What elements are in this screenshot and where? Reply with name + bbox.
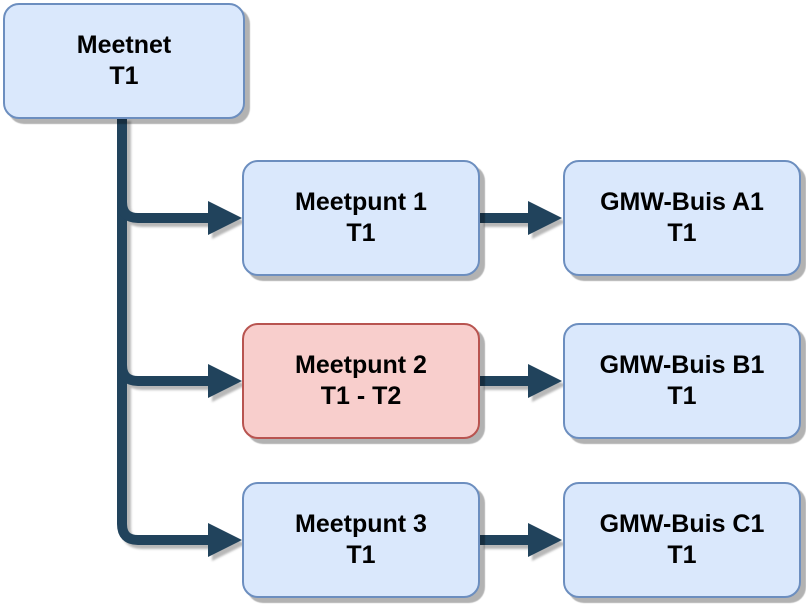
edge-meetnet-meetpunt-3 <box>117 117 242 557</box>
node-period: T1 <box>667 541 697 569</box>
node-period: T1 - T2 <box>320 382 402 410</box>
node-meetpunt-1: Meetpunt 1 T1 <box>242 160 480 276</box>
edge-meetnet-meetpunt-1 <box>117 201 242 235</box>
node-gmw-buis-a1: GMW-Buis A1 T1 <box>563 160 801 276</box>
node-label: Meetpunt 2 <box>295 351 427 379</box>
node-label: GMW-Buis B1 <box>599 351 765 379</box>
node-gmw-buis-c1: GMW-Buis C1 T1 <box>563 482 801 598</box>
node-period: T1 <box>667 382 697 410</box>
node-label: Meetpunt 3 <box>295 510 427 538</box>
node-label: Meetnet <box>76 31 172 59</box>
node-period: T1 <box>346 219 376 247</box>
node-period: T1 <box>667 219 697 247</box>
node-period: T1 <box>346 541 376 569</box>
edge-meetpunt-1-gmw-buis-a1 <box>480 201 562 235</box>
edge-meetpunt-2-gmw-buis-b1 <box>480 364 562 398</box>
edge-meetnet-meetpunt-2 <box>117 364 242 398</box>
node-label: GMW-Buis A1 <box>600 188 764 216</box>
node-label: GMW-Buis C1 <box>599 510 765 538</box>
node-meetpunt-3: Meetpunt 3 T1 <box>242 482 480 598</box>
node-gmw-buis-b1: GMW-Buis B1 T1 <box>563 323 801 439</box>
edge-meetpunt-3-gmw-buis-c1 <box>480 523 562 557</box>
node-period: T1 <box>109 62 139 90</box>
node-meetnet: Meetnet T1 <box>3 3 245 119</box>
node-label: Meetpunt 1 <box>295 188 427 216</box>
node-meetpunt-2: Meetpunt 2 T1 - T2 <box>242 323 480 439</box>
